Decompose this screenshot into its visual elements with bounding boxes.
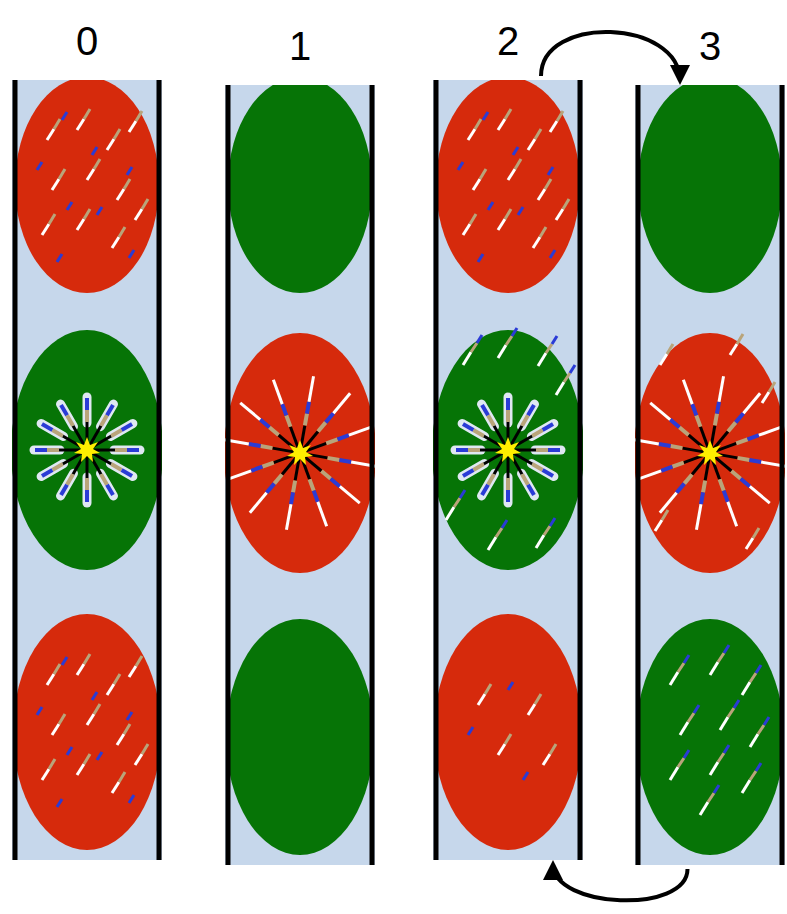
tube-number: 3 [635,23,785,69]
tube: 2 [433,80,583,860]
tube: 3 [635,85,785,865]
tube: 1 [225,85,375,865]
tube-3-art [633,77,787,865]
tube-0-art [11,77,163,860]
tube-1-art [223,77,377,865]
tube-number: 2 [433,18,583,64]
tube-number: 1 [225,23,375,69]
tube-number: 0 [12,18,162,64]
tube: 0 [12,80,162,860]
transfer-arrow [553,864,688,900]
transfer-arrow [541,32,680,81]
tube-2-art [432,77,584,860]
